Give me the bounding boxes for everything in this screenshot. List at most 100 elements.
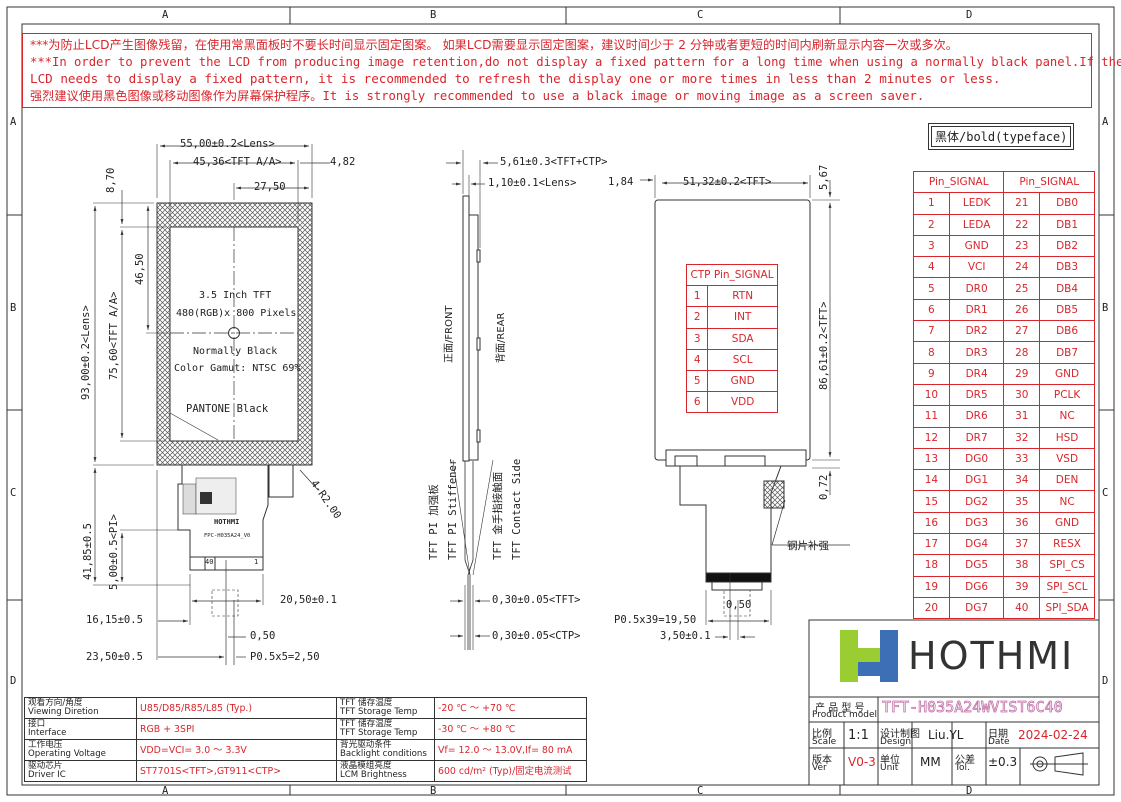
spec-label-line: Interface: [28, 728, 67, 738]
dim-050-front: 0,50: [250, 630, 276, 642]
pin-number: 17: [913, 533, 950, 556]
pin-signal: GND: [1039, 511, 1095, 535]
pin-signal: DR1: [948, 298, 1005, 322]
side-view: [446, 150, 498, 650]
pin-number: 24: [1003, 256, 1041, 279]
model-label-cn: 产 品 型 号: [815, 703, 865, 714]
pin-number: 29: [1003, 362, 1041, 385]
spec-value: 600 cd/m² (Typ)/固定电流测试: [434, 760, 587, 782]
dim-lens-width: 55,00±0.2<Lens>: [180, 138, 275, 150]
unit-label-cn: 单位: [880, 755, 900, 766]
spec-label-line: 液晶模组亮度: [340, 761, 392, 771]
pin-signal: GND: [948, 234, 1005, 258]
warning-line-1: ***为防止LCD产生图像残留，在使用常黑面板时不要长时间显示固定图案。 如果L…: [30, 38, 958, 52]
steel-stiffener-label: 钢片补强: [787, 540, 829, 552]
hothmi-logo-mark: [840, 630, 898, 682]
ver-label-en: Ver: [812, 763, 827, 773]
dim-right-margin: 4,82: [330, 156, 356, 168]
pin-number: 18: [913, 554, 950, 577]
title-block-frame: [808, 619, 1100, 786]
inner-frame: [21, 23, 1100, 786]
pin-signal: DG7: [948, 596, 1005, 620]
spec-label-line: 背光驱动条件: [340, 740, 392, 750]
pin-number: 4: [913, 256, 950, 279]
grid-row-c-left: C: [10, 487, 17, 499]
grid-row-c-right: C: [1102, 487, 1109, 499]
pin-signal: DR3: [948, 341, 1005, 364]
pin-number: 28: [1003, 341, 1041, 364]
dim-rear-pitch: P0.5x39=19,50: [614, 614, 697, 626]
spec-value-line: U85/D85/R85/L85 (Typ.): [140, 702, 253, 714]
pin-number: 35: [1003, 490, 1041, 513]
tol-label-en: Tol.: [955, 763, 970, 773]
pin-signal: DB6: [1039, 320, 1095, 343]
pin-number: 2: [913, 213, 950, 236]
pin-number: 10: [913, 383, 950, 407]
dim-lens-height: 93,00±0.2<Lens>: [80, 305, 92, 400]
pin-signal: LEDA: [948, 213, 1005, 236]
pin-signal: DR0: [948, 277, 1005, 300]
spec-label-line: Viewing Diretion: [28, 707, 99, 717]
pin-number: 37: [1003, 533, 1041, 556]
dim-rear-050: 0,50: [726, 599, 752, 611]
pin-number: 15: [913, 490, 950, 513]
dim-fpc-width: 20,50±0.1: [280, 594, 337, 606]
pin-number: 32: [1003, 426, 1041, 449]
pin-signal: DG2: [948, 490, 1005, 513]
dim-rear-left: 1,84: [608, 176, 634, 188]
ver-label-cn: 版本: [812, 755, 832, 766]
design-label-en: Design: [880, 737, 912, 747]
pin-number: 20: [913, 596, 950, 620]
screen-size-text: 3.5 Inch TFT: [199, 290, 272, 301]
front-fpc: [177, 465, 269, 571]
spec-label-line: TFT Storage Temp: [340, 707, 418, 717]
pin-table-header-1: Pin_SIGNAL: [912, 170, 1005, 194]
spec-value: U85/D85/R85/L85 (Typ.): [136, 697, 337, 719]
fpc-logo-label: HOTHMI: [214, 518, 240, 526]
ctp-table-header: CTP Pin_SIGNAL: [686, 263, 778, 287]
spec-value: RGB + 3SPI: [136, 718, 337, 740]
pin-number: 36: [1003, 511, 1041, 535]
front-view: [93, 144, 330, 665]
pin-number: 31: [1003, 405, 1041, 428]
warning-line-3: LCD needs to display a fixed pattern, it…: [30, 71, 1001, 86]
screen-resolution-text: 480(RGB)x 800 Pixels: [176, 308, 297, 319]
grid-col-a-bottom: A: [162, 785, 169, 797]
dim-rear-tft-width: 51,32±0.2<TFT>: [683, 176, 772, 188]
spec-label-line: TFT 储存温度: [340, 719, 393, 729]
typeface-label: 黑体/bold(typeface): [927, 123, 1075, 150]
spec-label-line: TFT Storage Temp: [340, 728, 418, 738]
spec-label-line: 驱动芯片: [28, 761, 63, 771]
outer-frame: [6, 6, 1115, 796]
dim-tft-aa-height: 75,60<TFT A/A>: [108, 291, 120, 380]
dim-fpc-pi: 5,00±0.5<PI>: [108, 514, 120, 590]
date-label-en: Date: [988, 737, 1010, 747]
dim-lens-thickness: 1,10±0.1<Lens>: [488, 177, 577, 189]
grid-ticks: [7, 7, 1114, 795]
pin-signal: SPI_SDA: [1039, 596, 1095, 620]
spec-value-line: 600 cd/m² (Typ)/固定电流测试: [438, 765, 572, 777]
dim-half-width: 27,50: [254, 181, 286, 193]
spec-value-line: RGB + 3SPI: [140, 723, 195, 735]
pin-signal: DEN: [1039, 469, 1095, 492]
pin-signal: DR5: [948, 383, 1005, 407]
grid-row-d-left: D: [10, 675, 17, 687]
dim-top-margin: 8,70: [105, 167, 117, 193]
pin-signal: DR2: [948, 320, 1005, 343]
pin-number: 3: [913, 234, 950, 258]
